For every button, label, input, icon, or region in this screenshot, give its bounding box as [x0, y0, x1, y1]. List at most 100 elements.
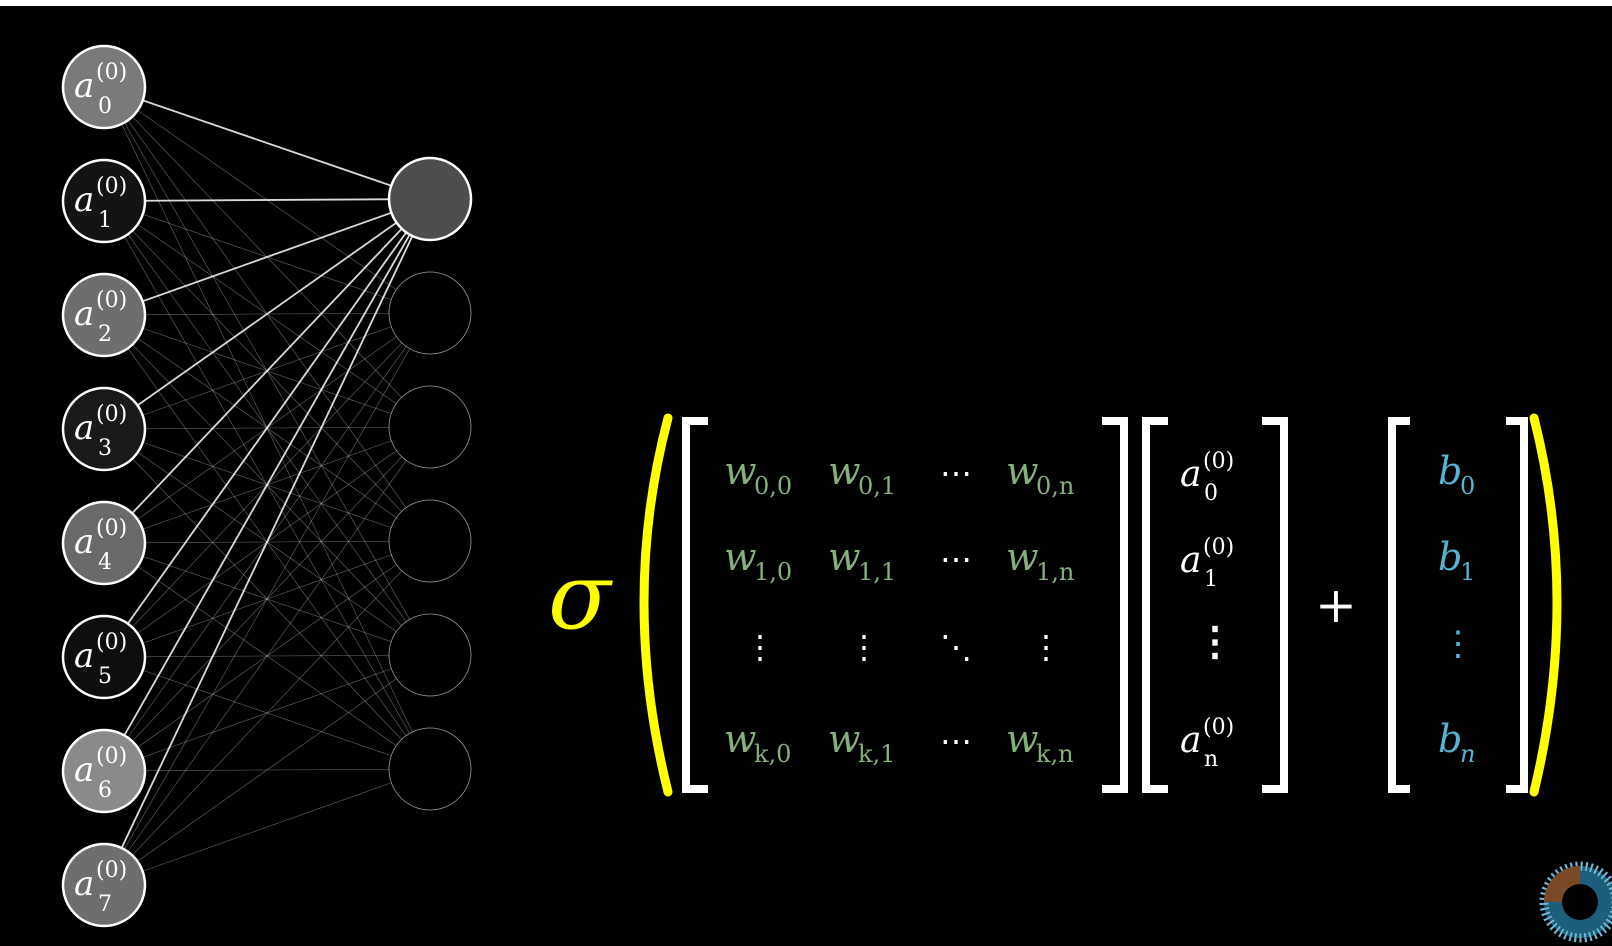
top-edge-bar [0, 0, 1612, 6]
neuron-circle [61, 728, 147, 814]
weight-cell: ⋮ [1030, 628, 1062, 666]
connection-line [103, 542, 431, 656]
weight-symbol: w [1006, 535, 1039, 579]
weight-symbol: ⋯ [940, 454, 972, 492]
neuron-superscript: (0) [96, 744, 127, 769]
neuron-subscript: 2 [98, 322, 112, 347]
input-layer: a0(0)a1(0)a2(0)a3(0)a4(0)a5(0)a6(0)a7(0) [61, 44, 147, 928]
weight-symbol: w [828, 717, 861, 761]
neuron-circle [61, 842, 147, 928]
weight-cell: ⋯ [940, 540, 972, 578]
connection-line [103, 198, 431, 430]
bias-cell: ⋮ [1441, 624, 1475, 664]
bias-subscript: 0 [1460, 472, 1475, 500]
connection-line [103, 198, 431, 316]
bias-symbol: b [1438, 449, 1462, 493]
plus-sign: + [1315, 576, 1357, 634]
weight-subscript: k,n [1036, 740, 1074, 768]
activation-vector-right-bracket [1262, 417, 1288, 793]
weight-symbol: ⋯ [940, 540, 972, 578]
weight-symbol: ⋮ [1030, 628, 1062, 666]
outer-right-paren [1529, 413, 1562, 797]
activation-superscript: (0) [1203, 535, 1234, 560]
activation-symbol: a [1180, 540, 1201, 581]
activation-subscript: 1 [1204, 567, 1218, 592]
activation-symbol: a [1180, 720, 1201, 761]
weight-symbol: w [724, 449, 757, 493]
connection-line [103, 198, 431, 202]
bias-vector-left-bracket [1388, 417, 1410, 793]
neuron-superscript: (0) [96, 516, 127, 541]
neuron-subscript: 6 [98, 778, 112, 803]
bias-subscript: 1 [1460, 558, 1475, 586]
neuron-circle [61, 44, 147, 130]
weight-subscript: 0,n [1036, 472, 1074, 500]
output-neuron-active [387, 156, 473, 242]
neuron-subscript: 3 [98, 436, 112, 461]
connection-line [103, 654, 431, 886]
bias-subscript: n [1460, 740, 1475, 768]
neuron-circle [61, 614, 147, 700]
weight-symbol: w [1006, 449, 1039, 493]
weight-cell: wk,0 [724, 717, 791, 768]
input-neuron: a6 (0) [61, 728, 147, 814]
weight-symbol: w [724, 535, 757, 579]
neuron-subscript: 7 [98, 892, 112, 917]
output-neuron [388, 385, 472, 469]
activation-symbol: a [1180, 454, 1201, 495]
neuron-label: a [74, 294, 94, 334]
activation-vector-left-bracket [1142, 417, 1168, 793]
neuron-subscript: 4 [98, 550, 112, 575]
weight-cell: w0,1 [828, 449, 896, 500]
weight-symbol: w [724, 717, 757, 761]
weight-symbol: ⋯ [940, 722, 972, 760]
output-neuron [388, 271, 472, 355]
neuron-label: a [74, 408, 94, 448]
neuron-label: a [74, 66, 94, 106]
sigma-symbol: σ [548, 543, 613, 650]
connection-line [103, 654, 431, 658]
connection-line [103, 198, 431, 658]
neuron-superscript: (0) [96, 288, 127, 313]
weight-cell: ⋮ [848, 628, 880, 666]
connection-line [103, 198, 431, 772]
weight-subscript: 1,0 [754, 558, 792, 586]
connection-line [103, 198, 431, 544]
neuron-label: a [74, 522, 94, 562]
bias-cell: bn [1438, 717, 1475, 768]
weight-subscript: k,0 [754, 740, 791, 768]
weight-cell: w1,0 [724, 535, 792, 586]
neuron-label: a [74, 864, 94, 904]
activation-superscript: (0) [1203, 715, 1234, 740]
weight-subscript: 1,n [1036, 558, 1074, 586]
weight-cell: ⋱ [940, 628, 972, 666]
neuron-label: a [74, 180, 94, 220]
neuron-superscript: (0) [96, 402, 127, 427]
weight-cell: w1,n [1006, 535, 1074, 586]
neuron-label: a [74, 750, 94, 790]
neuron-circle [61, 158, 147, 244]
connection-line [103, 540, 431, 772]
neuron-subscript: 1 [98, 208, 112, 233]
weight-symbol: ⋮ [848, 628, 880, 666]
input-neuron: a0(0) [61, 44, 147, 130]
connection-line [103, 768, 431, 886]
output-neuron [388, 499, 472, 583]
activation-subscript: 0 [1204, 481, 1218, 506]
channel-logo [1539, 861, 1612, 943]
weight-cell: ⋯ [940, 722, 972, 760]
connection-lines [103, 86, 431, 886]
outer-left-paren [639, 413, 673, 797]
connection-line [103, 198, 431, 886]
bias-symbol: b [1438, 535, 1462, 579]
weight-cell: wk,n [1006, 717, 1074, 768]
neuron-circle [61, 500, 147, 586]
output-neuron [388, 613, 472, 697]
activation-cell: ⋮ [1195, 618, 1235, 665]
input-neuron: a7(0) [61, 842, 147, 928]
connection-line [103, 426, 431, 886]
connection-line [103, 540, 431, 658]
input-neuron: a2 (0) [61, 272, 147, 358]
